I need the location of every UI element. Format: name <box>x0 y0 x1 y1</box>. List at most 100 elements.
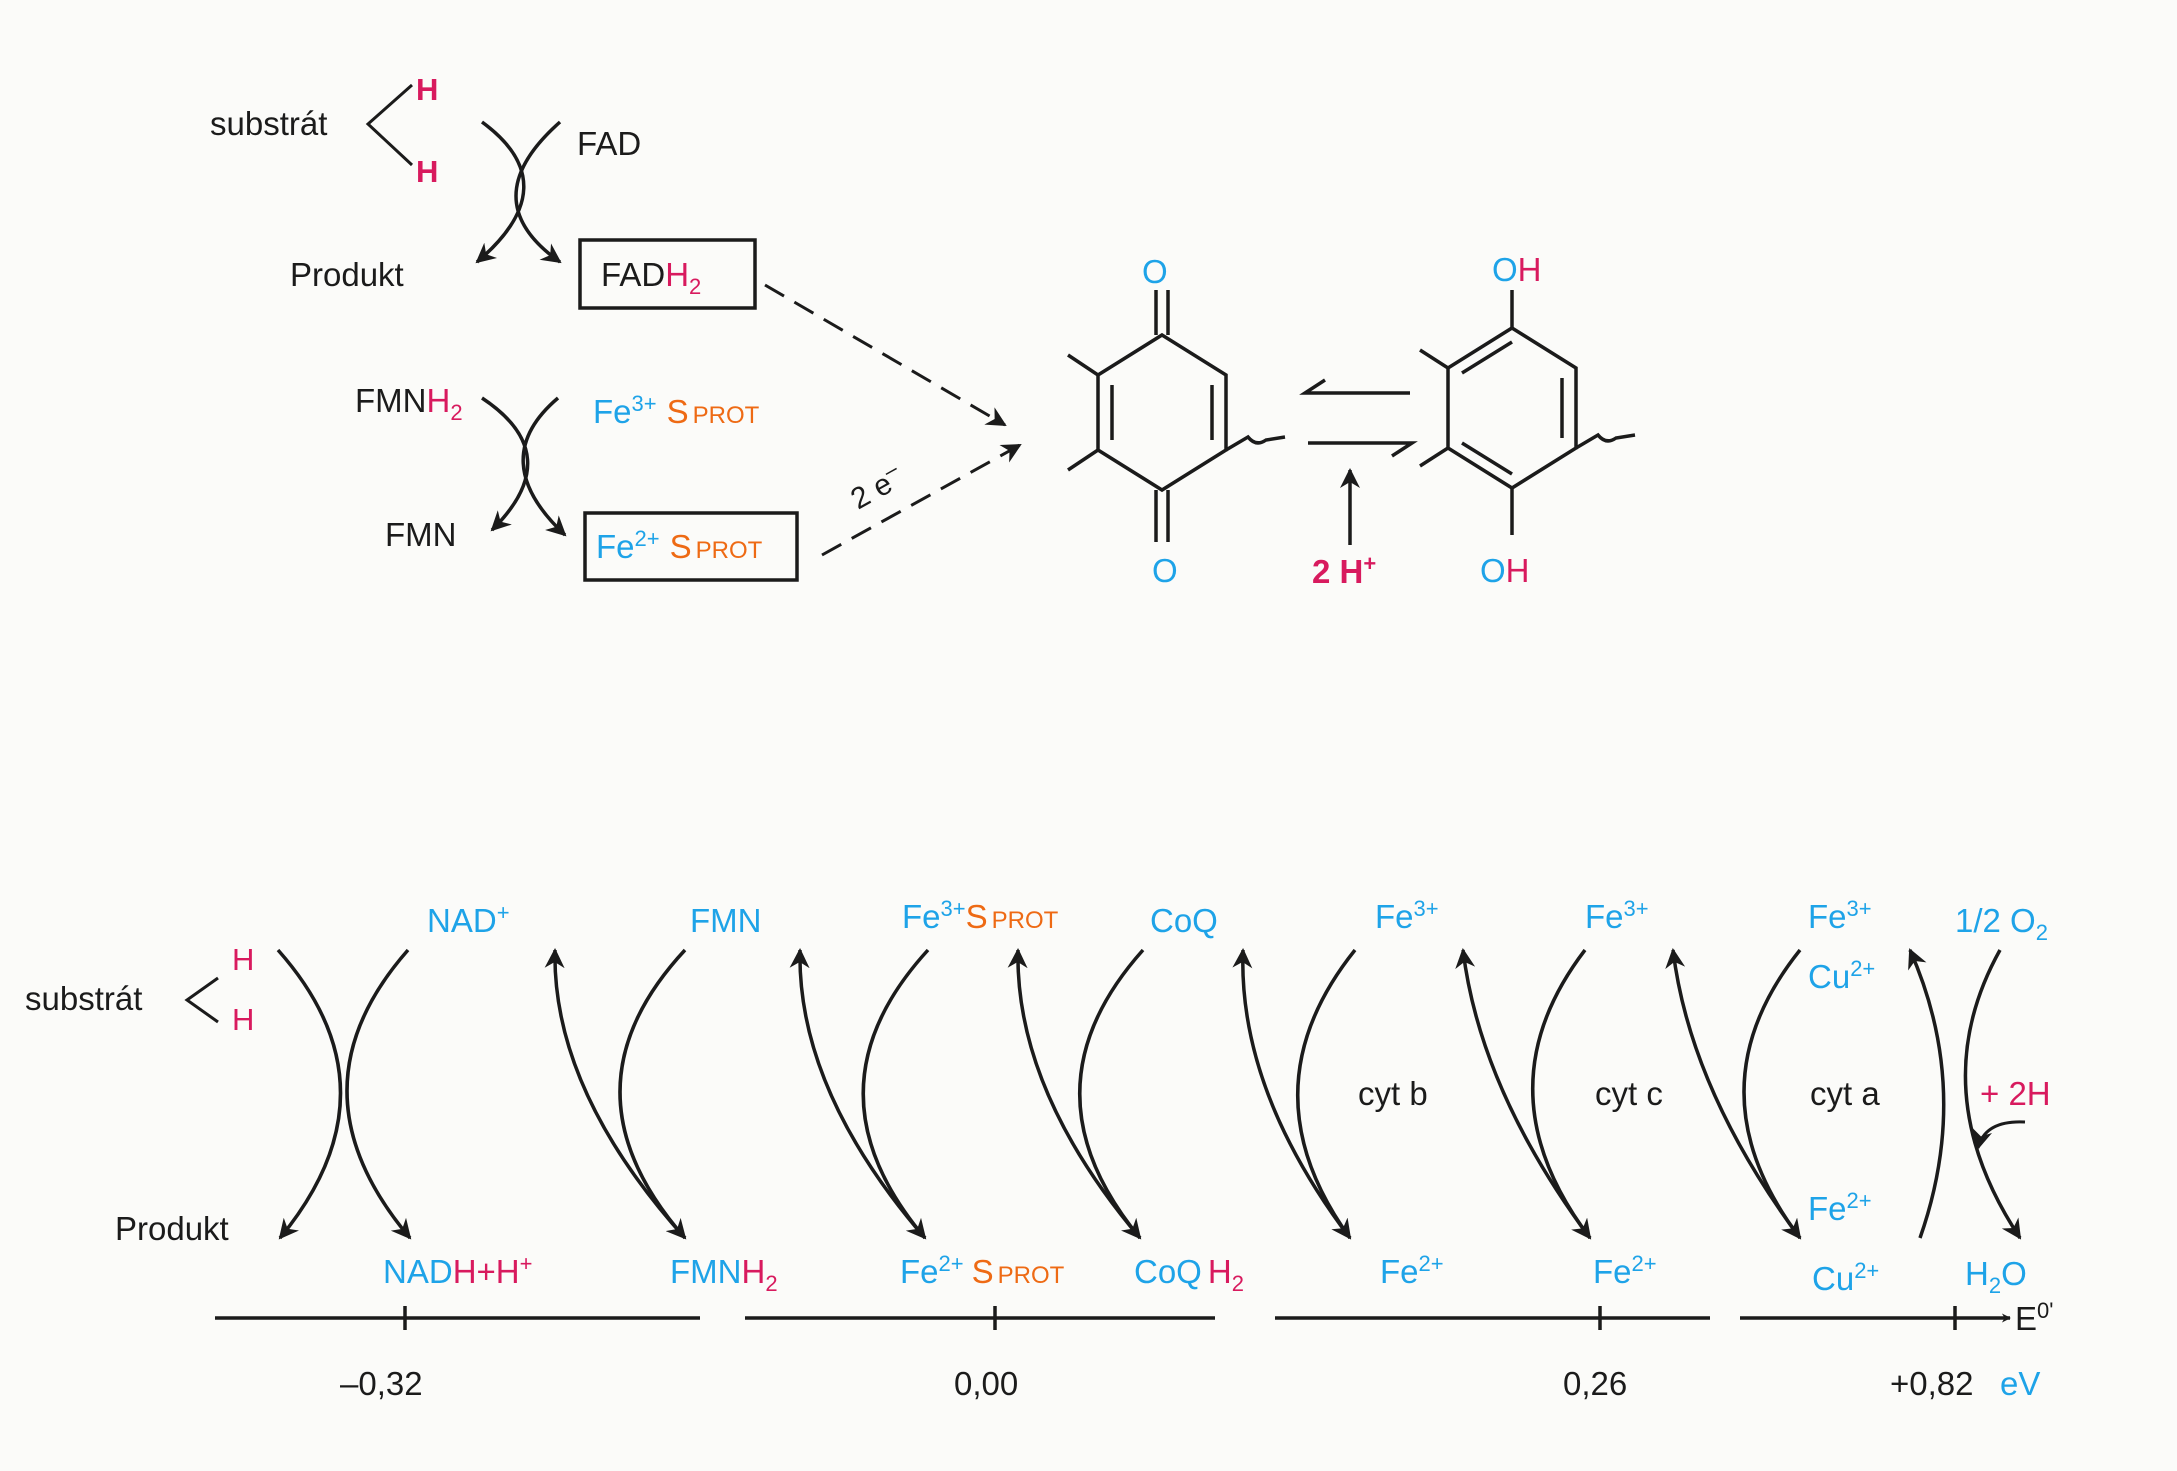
water-o: O <box>2001 1255 2027 1292</box>
top-h-upper: H <box>416 72 438 107</box>
fe2-sprot-s: S <box>972 1253 994 1290</box>
nadh-sup: + <box>520 1251 533 1276</box>
arc-fmn-to-fmnh2 <box>618 948 687 1240</box>
cyt-a-label: cyt a <box>1810 1075 1880 1112</box>
top-substrate-label: substrát <box>210 105 327 142</box>
fe3-sprot-sup: 3+ <box>941 896 966 921</box>
top-fadh2-base: FAD <box>601 256 665 293</box>
arc-cytb-fe2-to-coq <box>1232 948 1352 1240</box>
hydroquinone-ring <box>1446 325 1578 491</box>
top-electrons-label: 2 e– <box>842 455 909 516</box>
top-dashed-arrow-fadh2 <box>764 283 1007 427</box>
nadh-h: H+H <box>453 1253 520 1290</box>
cyt-a-cu-lower-sup: 2+ <box>1854 1258 1879 1283</box>
top-fe3-sup: 3+ <box>632 391 657 416</box>
arc-cyta-ox-to-red <box>1742 948 1802 1240</box>
top-reaction-scheme: substrát H H FAD Produkt FADH2 FMNH2 Fe3… <box>210 72 1636 590</box>
chain-produkt-label: Produkt <box>115 1210 229 1247</box>
arc-cytc-fe3-to-fe2 <box>1531 948 1592 1240</box>
top-fadh2-h: H <box>665 256 689 293</box>
arc-fe2s-to-fmn <box>789 948 927 1240</box>
arc-coqh2-to-fe3s <box>1007 948 1142 1240</box>
top-fadh2-label: FADH2 <box>601 256 701 299</box>
top-produkt-label: Produkt <box>290 256 404 293</box>
equilibrium-arrow-forward <box>1308 441 1418 458</box>
nad-plus-sup: + <box>497 900 510 925</box>
fe3-sprot-prot: PROT <box>992 907 1059 934</box>
quinone-o-bottom: O <box>1152 552 1178 589</box>
fe3-sprot-s: S <box>966 898 988 935</box>
cyt-a-cu-lower-cu: Cu <box>1812 1260 1854 1297</box>
cyt-b-fe3-label: Fe3+ <box>1375 896 1439 935</box>
top-fe2-sup: 2+ <box>635 526 660 551</box>
cyt-b-fe2-sup: 2+ <box>1419 1251 1444 1276</box>
top-dashed-arrow-fe2 <box>821 443 1022 557</box>
axis-label-sup: 0' <box>2037 1298 2053 1323</box>
cyt-a-fe2-sup: 2+ <box>1847 1188 1872 1213</box>
hydroquinone-inner-bond-1 <box>1461 340 1513 375</box>
axis-tick-label-2: 0,00 <box>954 1365 1018 1402</box>
arc-proton-input <box>1972 1120 2026 1150</box>
water-label: H2O <box>1965 1255 2027 1298</box>
half-oxygen-label: 1/2 O2 <box>1955 902 2048 945</box>
hydroquinone-oh-bottom-h: H <box>1506 552 1530 589</box>
top-fmnh2-h: H <box>426 382 450 419</box>
coqh2-base: CoQ <box>1134 1253 1202 1290</box>
axis-label: E0' <box>2015 1298 2053 1337</box>
cyt-c-fe3-label: Fe3+ <box>1585 896 1649 935</box>
top-fe3-base: Fe <box>593 393 632 430</box>
cyt-b-fe2-fe: Fe <box>1380 1253 1419 1290</box>
hydroquinone-oh-top-h: H <box>1518 251 1542 288</box>
top-arc-fad-to-fadh2 <box>514 120 562 264</box>
top-arc-fe3-to-fe2 <box>521 396 567 537</box>
cyt-a-cu2-upper-cu: Cu <box>1808 958 1850 995</box>
cyt-b-label: cyt b <box>1358 1075 1428 1112</box>
chain-substrate-bracket <box>184 976 219 1024</box>
water-h: H <box>1965 1255 1989 1292</box>
chain-substrate-label: substrát <box>25 980 142 1017</box>
equilibrium-arrow-back <box>1299 378 1410 395</box>
axis-tick-label-1: –0,32 <box>340 1365 423 1402</box>
arc-fmnh2-to-nad <box>544 948 687 1240</box>
top-fe2-sprot-box <box>583 511 799 582</box>
hydroquinone-structure: OH OH <box>1419 251 1636 589</box>
top-h-lower: H <box>416 154 438 189</box>
nad-plus-label: NAD+ <box>427 900 510 939</box>
hydroquinone-inner-bond-3 <box>1461 441 1513 476</box>
water-sub: 2 <box>1989 1273 2001 1298</box>
cyt-b-fe3-sup: 3+ <box>1414 896 1439 921</box>
hydroquinone-substituent-lower <box>1419 446 1449 468</box>
chain-arcs <box>276 948 2026 1240</box>
coqh2-h: H <box>1208 1253 1232 1290</box>
arc-cytb-fe3-to-fe2 <box>1296 948 1357 1240</box>
cyt-a-cu-lower-label: Cu2+ <box>1812 1258 1879 1297</box>
axis-tick-label-4: +0,82 <box>1890 1365 1974 1402</box>
top-fe2-prot: PROT <box>696 537 763 564</box>
quinone-structure: O O <box>1067 253 1286 589</box>
chain-h-lower: H <box>232 1002 254 1037</box>
top-substrate-bracket <box>365 83 414 167</box>
quinone-side-chain <box>1225 434 1286 452</box>
top-fmnh2-base: FMN <box>355 382 426 419</box>
axis-label-e: E <box>2015 1300 2037 1337</box>
nad-plus-text: NAD <box>427 902 497 939</box>
half-oxygen-text: 1/2 O <box>1955 902 2036 939</box>
cyt-c-fe3-fe: Fe <box>1585 898 1624 935</box>
chain-h-upper: H <box>232 942 254 977</box>
hydroquinone-oh-top-o: O <box>1492 251 1518 288</box>
top-fmnh2-label: FMNH2 <box>355 382 463 425</box>
half-oxygen-sub: 2 <box>2036 920 2048 945</box>
cyt-a-fe2-fe: Fe <box>1808 1190 1847 1227</box>
fe2-sprot-sup: 2+ <box>939 1251 964 1276</box>
arc-oxygen-to-water <box>1963 949 2022 1240</box>
cyt-c-fe3-sup: 3+ <box>1624 896 1649 921</box>
proton-sup: + <box>1363 551 1376 576</box>
cyt-c-fe2-label: Fe2+ <box>1593 1251 1657 1290</box>
coqh2-sub: 2 <box>1232 1271 1244 1296</box>
top-fadh2-box <box>578 238 757 310</box>
quinone-o-top: O <box>1142 253 1168 290</box>
top-fe3-s: S <box>667 393 689 430</box>
